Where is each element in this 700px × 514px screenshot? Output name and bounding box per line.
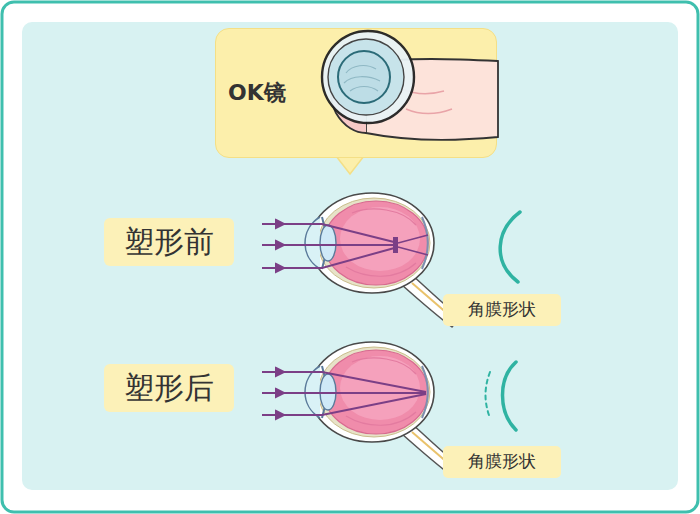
callout-bubble: OK镜 — [215, 28, 497, 158]
label-text: 角膜形状 — [468, 452, 536, 472]
label-box: 塑形后 — [104, 364, 234, 412]
label-text: 塑形后 — [124, 371, 214, 406]
label-box: 塑形前 — [104, 218, 234, 266]
label-text: 角膜形状 — [468, 300, 536, 320]
label-box: 角膜形状 — [443, 294, 561, 326]
label-text: 塑形前 — [124, 225, 214, 260]
label-text: OK镜 — [228, 80, 286, 105]
label-box: 角膜形状 — [443, 446, 561, 478]
